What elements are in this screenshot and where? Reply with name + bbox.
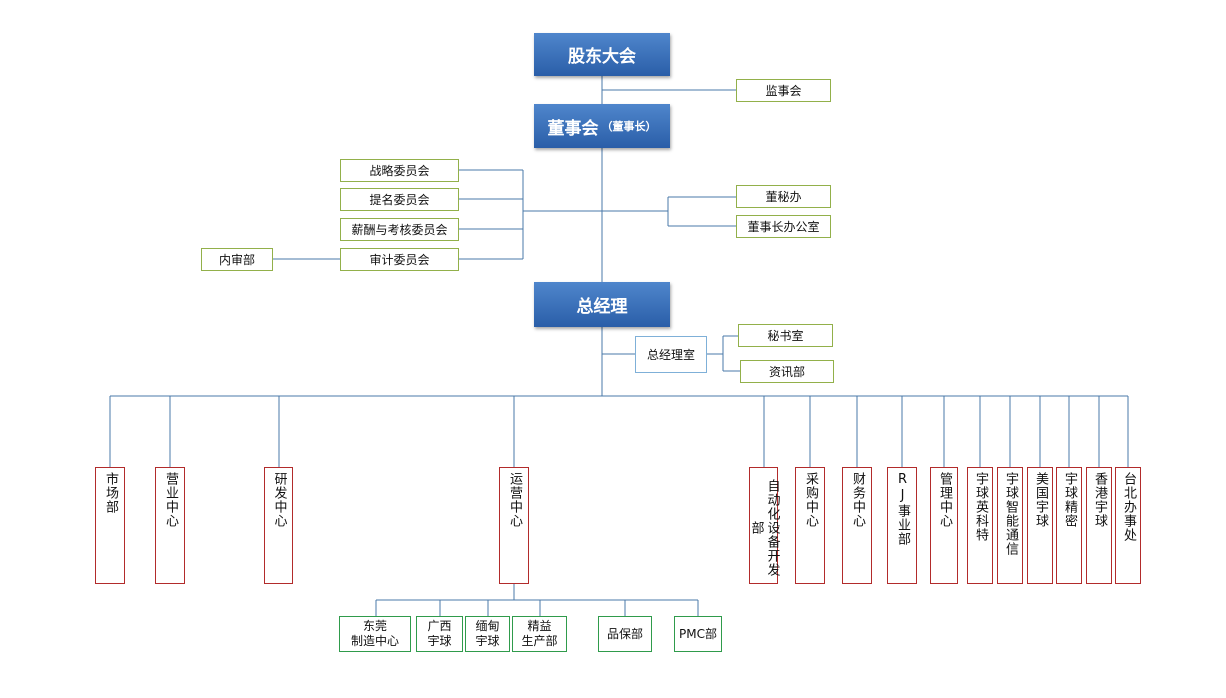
nomination-committee-box: 提名委员会: [340, 188, 459, 211]
operations-sub-label: 缅甸 宇球: [475, 619, 500, 648]
compensation-committee-label: 薪酬与考核委员会: [351, 223, 448, 237]
board-of-directors-box: 董事会（董事长）: [534, 104, 670, 148]
gm-office-label: 总经理室: [646, 348, 695, 362]
secretariat-box: 秘书室: [738, 324, 833, 347]
internal-audit-label: 内审部: [218, 253, 255, 267]
department-label: 台北办事处: [1121, 472, 1136, 542]
department-box: 采购中心: [795, 467, 825, 584]
operations-sub-label: 广西 宇球: [427, 619, 452, 648]
department-label: 宇球精密: [1062, 472, 1077, 528]
department-label: 宇球智能通信: [1003, 472, 1018, 556]
audit-committee-label: 审计委员会: [369, 253, 430, 267]
department-label: 美国宇球: [1033, 472, 1048, 528]
operations-sub-box: 精益 生产部: [512, 616, 567, 652]
nomination-committee-label: 提名委员会: [369, 193, 430, 207]
department-box: 台北办事处: [1115, 467, 1141, 584]
compensation-committee-box: 薪酬与考核委员会: [340, 218, 459, 241]
audit-committee-box: 审计委员会: [340, 248, 459, 271]
department-label: 香港宇球: [1092, 472, 1107, 528]
department-box: RJ事业部: [887, 467, 917, 584]
department-box: 香港宇球: [1086, 467, 1112, 584]
internal-audit-box: 内审部: [201, 248, 273, 271]
operations-sub-label: 东莞 制造中心: [350, 619, 399, 648]
shareholders-meeting-label: 股东大会: [568, 47, 636, 67]
department-box: 宇球精密: [1056, 467, 1082, 584]
department-label: 自动化设备开发部: [748, 478, 780, 577]
board-secretary-office-label: 董秘办: [765, 190, 802, 204]
department-box: 宇球英科特: [967, 467, 993, 584]
strategy-committee-label: 战略委员会: [369, 164, 430, 178]
department-label: 市场部: [103, 472, 118, 514]
operations-sub-label: 品保部: [606, 626, 643, 641]
strategy-committee-box: 战略委员会: [340, 159, 459, 182]
department-box: 研发中心: [264, 467, 293, 584]
shareholders-meeting-box: 股东大会: [534, 33, 670, 76]
department-box: 运营中心: [499, 467, 529, 584]
operations-sub-box: 广西 宇球: [416, 616, 463, 652]
department-box: 市场部: [95, 467, 125, 584]
department-label: 采购中心: [803, 472, 818, 528]
operations-sub-box: PMC部: [674, 616, 722, 652]
department-box: 财务中心: [842, 467, 872, 584]
general-manager-label: 总经理: [576, 297, 628, 317]
department-label: 管理中心: [937, 472, 952, 528]
board-chair-label: （董事长）: [601, 120, 657, 133]
department-label: 财务中心: [850, 472, 865, 528]
department-label: 营业中心: [163, 472, 178, 528]
operations-sub-box: 品保部: [598, 616, 652, 652]
supervisory-board-label: 监事会: [765, 84, 802, 98]
gm-office-box: 总经理室: [635, 336, 707, 373]
department-label: RJ事业部: [895, 472, 910, 546]
department-box: 营业中心: [155, 467, 185, 584]
chairman-office-box: 董事长办公室: [736, 215, 831, 238]
department-label: 研发中心: [271, 472, 287, 528]
operations-sub-box: 缅甸 宇球: [465, 616, 510, 652]
department-label: 运营中心: [507, 472, 522, 528]
supervisory-board-box: 监事会: [736, 79, 831, 102]
department-box: 美国宇球: [1027, 467, 1053, 584]
information-dept-box: 资讯部: [740, 360, 834, 383]
operations-sub-label: PMC部: [679, 626, 717, 641]
board-of-directors-label: 董事会: [547, 118, 599, 139]
chairman-office-label: 董事长办公室: [747, 220, 820, 234]
information-dept-label: 资讯部: [768, 365, 805, 379]
operations-sub-label: 精益 生产部: [521, 619, 558, 648]
department-box: 自动化设备开发部: [748, 467, 780, 584]
department-box: 宇球智能通信: [997, 467, 1023, 584]
board-secretary-office-box: 董秘办: [736, 185, 831, 208]
department-label: 宇球英科特: [973, 472, 988, 542]
department-box: 管理中心: [930, 467, 958, 584]
operations-sub-box: 东莞 制造中心: [339, 616, 411, 652]
general-manager-box: 总经理: [534, 282, 670, 327]
secretariat-label: 秘书室: [767, 329, 804, 343]
